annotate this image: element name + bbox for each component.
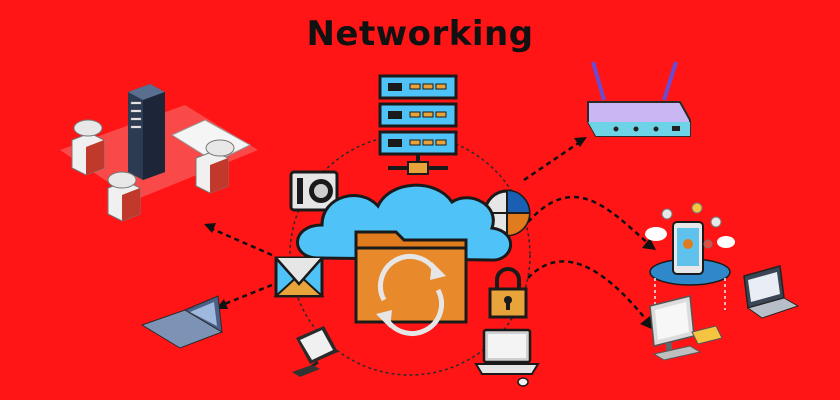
lock-icon xyxy=(488,267,528,319)
router-icon xyxy=(587,61,691,137)
arrowhead-desktop xyxy=(640,316,654,330)
folder-sync-icon xyxy=(354,230,468,337)
laptop-icon xyxy=(743,265,800,319)
cloud-server-stack xyxy=(195,139,235,194)
data-center-icon xyxy=(60,84,258,222)
laptop-icon xyxy=(140,295,224,349)
connector-pie-mobile xyxy=(527,195,651,246)
connector-mail-laptop xyxy=(221,283,273,307)
diagram-title: Networking xyxy=(306,14,534,54)
connector-lock-desktop xyxy=(527,260,649,323)
camera-icon xyxy=(289,170,339,212)
mobile-device-icon xyxy=(645,202,735,310)
connector-arrowheads xyxy=(204,137,656,330)
connector-mail-datacenter xyxy=(209,226,273,257)
cloud-server-stack xyxy=(107,171,141,222)
arrowhead-router xyxy=(574,137,587,147)
arrowhead-datacenter xyxy=(204,223,216,233)
cloud-server-stack xyxy=(71,119,105,176)
arrowhead-mobile xyxy=(642,238,656,250)
connectors xyxy=(209,140,651,323)
connector-pie-router xyxy=(523,140,581,182)
mail-icon xyxy=(273,256,325,298)
tablet-icon xyxy=(292,326,338,377)
desktop-computer-icon xyxy=(649,295,723,361)
laptop-icon xyxy=(474,328,540,387)
server-rack-icon xyxy=(378,74,458,175)
